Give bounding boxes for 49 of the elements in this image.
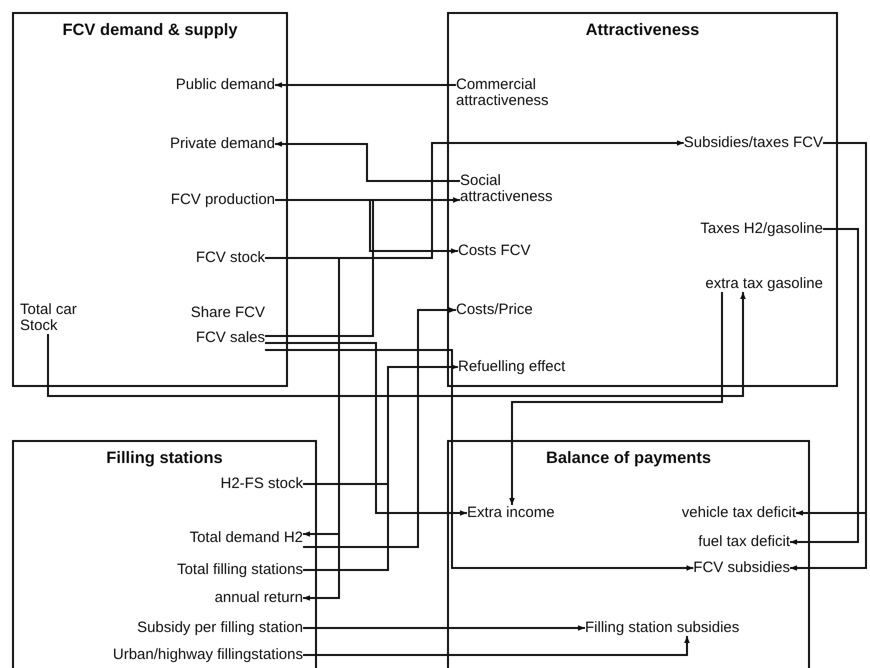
variable-label: annual return	[214, 590, 303, 606]
variable-label: extra tax gasoline	[705, 276, 823, 292]
connector-arrow	[275, 199, 458, 254]
connector-arrow	[265, 342, 467, 516]
variable-label: Share FCV	[190, 305, 265, 321]
variable-label: FCV stock	[196, 250, 265, 266]
variable-label: Subsidy per filling station	[137, 620, 303, 636]
variable-label: Subsidies/taxes FCV	[684, 135, 823, 151]
variable-label: FCV sales	[196, 330, 265, 346]
variable-label: fuel tax deficit	[698, 534, 790, 550]
connector-arrow	[303, 625, 585, 631]
group-box	[447, 440, 810, 668]
connector-arrow	[303, 307, 456, 548]
group-title: Filling stations	[105, 448, 224, 468]
variable-label: Taxes H2/gasoline	[700, 221, 823, 237]
connector-arrow	[303, 636, 690, 656]
variable-label: Costs/Price	[456, 302, 533, 318]
variable-label: vehicle tax deficit	[682, 505, 796, 521]
variable-label: Total filling stations	[177, 562, 303, 578]
connector-arrow	[303, 364, 458, 571]
variable-label: Total car Stock	[20, 302, 86, 334]
connector-arrow	[790, 142, 867, 571]
variable-label: Extra income	[467, 505, 555, 521]
variable-label: Urban/highway fillingstations	[112, 647, 303, 663]
connector-arrow	[265, 197, 460, 337]
connector-arrow	[275, 82, 456, 88]
group-title: Balance of payments	[544, 448, 712, 468]
group-title: Attractiveness	[584, 20, 700, 40]
connector-arrow	[275, 141, 460, 182]
group-title: FCV demand & supply	[61, 20, 239, 40]
variable-label: Public demand	[176, 77, 275, 93]
variable-label: FCV production	[170, 192, 275, 208]
variable-label: FCV subsidies	[693, 560, 790, 576]
variable-label: Social attractiveness	[460, 173, 580, 205]
connector-arrow	[265, 257, 340, 601]
variable-label: Filling station subsidies	[585, 620, 740, 636]
group-box	[12, 12, 288, 387]
variable-label: Total demand H2	[190, 530, 303, 546]
connector-arrow	[265, 349, 694, 571]
variable-label: Costs FCV	[458, 243, 531, 259]
variable-label: Commercial attractiveness	[456, 77, 586, 109]
connector-arrow	[509, 292, 723, 505]
variable-label: H2-FS stock	[220, 476, 303, 492]
variable-label: Refuelling effect	[458, 359, 566, 375]
connector-arrow	[790, 228, 859, 545]
group-box	[447, 12, 838, 387]
connector-arrow	[47, 292, 746, 397]
variable-label: Private demand	[170, 136, 275, 152]
group-box	[12, 440, 317, 668]
